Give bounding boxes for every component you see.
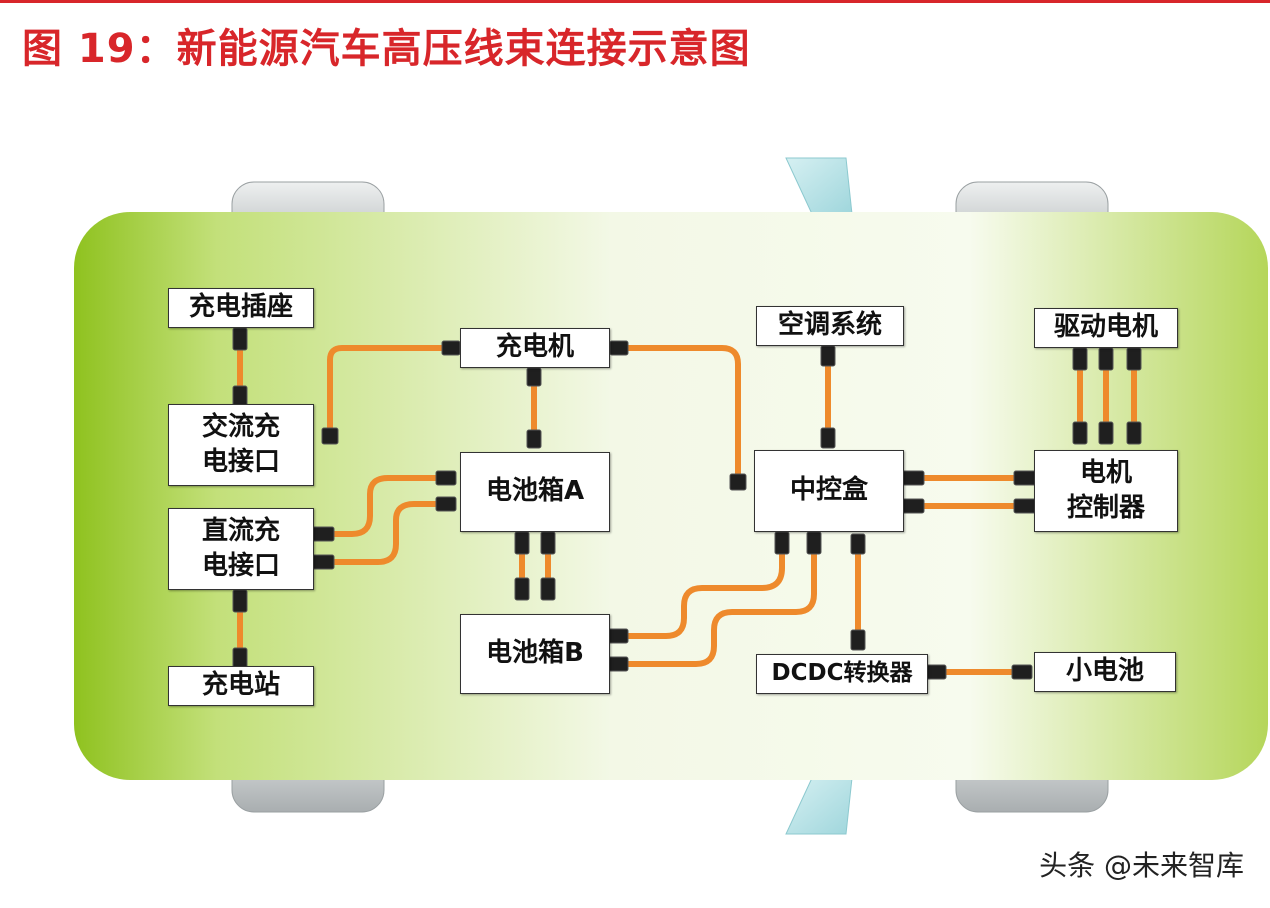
connector	[321, 427, 339, 445]
cable-battery-b-to-central-box-1	[623, 545, 785, 639]
connector	[820, 345, 836, 367]
windshield-top	[785, 157, 853, 215]
connector	[901, 498, 925, 514]
connector	[774, 531, 790, 555]
cable-dc-port-to-battery-a-1	[311, 475, 447, 537]
cable-battery-b-to-central-box-2	[623, 545, 817, 667]
motor-controller-label-line1: 电机	[1079, 457, 1132, 488]
title-rule	[0, 0, 1270, 3]
windshield-bottom	[785, 777, 853, 835]
central-box-box: 中控盒	[754, 450, 904, 532]
central-box-label: 中控盒	[789, 475, 868, 506]
connector	[1013, 498, 1037, 514]
charger-box: 充电机	[460, 328, 610, 368]
connector	[1072, 347, 1088, 371]
charging-station-box: 充电站	[168, 666, 314, 706]
ac-charge-port-label-line1: 交流充	[201, 411, 280, 442]
connector	[850, 533, 866, 555]
connector	[729, 473, 747, 491]
charge-socket-box: 充电插座	[168, 288, 314, 328]
dc-charge-port-box: 直流充 电接口	[168, 508, 314, 590]
connector	[1126, 347, 1142, 371]
ac-system-box: 空调系统	[756, 306, 904, 346]
connector	[1011, 664, 1033, 680]
cable-ac-port-to-charger	[327, 345, 447, 435]
drive-motor-box: 驱动电机	[1034, 308, 1178, 348]
figure-title: 图 19：新能源汽车高压线束连接示意图	[22, 26, 751, 72]
connector	[435, 470, 457, 486]
watermark: 头条 @未来智库	[1039, 849, 1244, 882]
battery-b-box: 电池箱B	[460, 614, 610, 694]
dcdc-label: DCDC转换器	[771, 660, 913, 687]
ac-charge-port-label-line2: 电接口	[201, 447, 280, 477]
connector	[540, 531, 556, 555]
charging-station-label: 充电站	[201, 670, 280, 701]
connector	[514, 531, 530, 555]
connector	[526, 367, 542, 387]
connector	[311, 526, 335, 542]
motor-controller-box: 电机 控制器	[1034, 450, 1178, 532]
small-battery-box: 小电池	[1034, 652, 1176, 692]
connector	[806, 531, 822, 555]
connector	[1098, 421, 1114, 445]
charger-label: 充电机	[495, 332, 574, 363]
connector	[925, 664, 947, 680]
cable-charger-to-central-box	[623, 345, 741, 483]
drive-motor-label: 驱动电机	[1053, 312, 1158, 343]
connector	[609, 340, 629, 356]
connector	[1098, 347, 1114, 371]
dcdc-box: DCDC转换器	[756, 654, 928, 694]
connector	[1013, 470, 1037, 486]
connector	[850, 629, 866, 651]
connector	[1126, 421, 1142, 445]
connector	[435, 496, 457, 512]
connector	[441, 340, 461, 356]
battery-a-label: 电池箱A	[485, 476, 585, 507]
connector	[232, 589, 248, 613]
connector	[540, 577, 556, 601]
dc-charge-port-label-line1: 直流充	[201, 515, 280, 546]
battery-a-box: 电池箱A	[460, 452, 610, 532]
charge-socket-label: 充电插座	[188, 292, 293, 323]
ac-charge-port-box: 交流充 电接口	[168, 404, 314, 486]
connector	[820, 427, 836, 449]
connector	[514, 577, 530, 601]
ac-system-label: 空调系统	[777, 310, 882, 341]
car-body	[74, 212, 1268, 780]
motor-controller-label-line2: 控制器	[1066, 493, 1145, 523]
connector	[311, 554, 335, 570]
connector	[526, 429, 542, 449]
battery-b-label: 电池箱B	[486, 638, 584, 669]
cable-dc-port-to-battery-a-2	[311, 501, 447, 565]
dc-charge-port-label-line2: 电接口	[201, 551, 280, 581]
small-battery-label: 小电池	[1065, 656, 1144, 687]
connector	[901, 470, 925, 486]
connectors	[232, 327, 1142, 680]
connector	[232, 327, 248, 351]
connector	[1072, 421, 1088, 445]
